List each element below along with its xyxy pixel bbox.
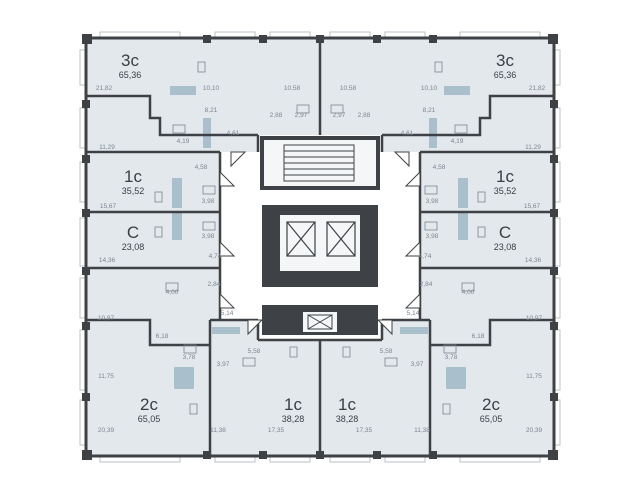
- room-area-label: 11,29: [99, 144, 115, 151]
- apartment-area-label: 23,08: [494, 242, 517, 252]
- room-area-label: 17,35: [268, 427, 285, 434]
- room-area-label: 3,78: [445, 354, 458, 361]
- room-area-label: 2,84: [420, 281, 433, 288]
- room-area-label: 14,36: [525, 257, 542, 264]
- apartment-area-label: 65,36: [119, 70, 142, 80]
- apartment-area-label: 38,28: [282, 414, 305, 424]
- room-area-label: 4,58: [433, 164, 446, 171]
- room-area-label: 21,82: [529, 85, 546, 92]
- room-area-label: 3,98: [202, 233, 215, 240]
- room-area-label: 10,10: [421, 85, 438, 92]
- room-area-label: 2,84: [208, 281, 221, 288]
- room-area-label: 10,58: [284, 85, 301, 92]
- room-area-label: 3,97: [411, 361, 424, 368]
- wet-zones: [170, 86, 470, 389]
- room-area-label: 4,19: [177, 138, 190, 145]
- room-area-label: 10,97: [98, 315, 115, 322]
- room-area-label: 11,29: [525, 144, 541, 151]
- room-area-label: 8,21: [205, 107, 218, 114]
- apartment-type-label: 3с: [121, 51, 139, 70]
- apartment-type-label: С: [127, 223, 139, 242]
- room-area-label: 20,39: [98, 427, 115, 434]
- stair-icon: [283, 144, 355, 182]
- room-area-label: 2,97: [333, 112, 346, 119]
- room-area-label: 6,18: [472, 333, 485, 340]
- room-area-label: 4,00: [462, 289, 475, 296]
- apartment-type-label: 2с: [140, 395, 158, 414]
- apartment-labels: 3с65,363с65,361с35,521с35,52С23,08С23,08…: [119, 51, 517, 424]
- apartment-type-label: 1с: [124, 167, 142, 186]
- room-area-label: 11,38: [210, 427, 226, 434]
- room-area-label: 5,58: [380, 348, 393, 355]
- room-area-label: 10,58: [340, 85, 357, 92]
- doors: [219, 151, 421, 336]
- apartment-type-label: 1с: [338, 395, 356, 414]
- room-area-label: 4,74: [419, 253, 432, 260]
- room-area-label: 15,67: [100, 203, 117, 210]
- room-area-label: 4,61: [401, 130, 414, 137]
- apartment-area-label: 65,05: [138, 414, 161, 424]
- elevator-icon: [286, 221, 356, 257]
- room-area-label: 20,39: [526, 427, 543, 434]
- appliance-icon: [154, 61, 486, 415]
- apartment-type-label: 2с: [482, 395, 500, 414]
- service-elevator-icon: [307, 314, 333, 330]
- room-area-label: 4,19: [451, 138, 464, 145]
- room-area-label: 3,98: [202, 198, 215, 205]
- room-area-label: 10,97: [526, 315, 543, 322]
- apartment-area-label: 35,52: [494, 186, 517, 196]
- room-area-label: 4,00: [166, 289, 179, 296]
- room-area-label: 5,14: [221, 310, 234, 317]
- room-area-label: 15,67: [524, 203, 541, 210]
- apartment-type-label: 3с: [496, 51, 514, 70]
- room-area-label: 4,61: [227, 130, 240, 137]
- room-area-label: 3,97: [217, 361, 230, 368]
- room-area-label: 17,35: [356, 427, 373, 434]
- bath-icon: [165, 104, 475, 367]
- room-area-label: 2,97: [295, 112, 308, 119]
- windows: [79, 31, 561, 463]
- apartment-area-label: 38,28: [336, 414, 359, 424]
- apartment-area-label: 65,05: [480, 414, 503, 424]
- room-area-label: 11,75: [526, 373, 542, 380]
- room-area-label: 14,36: [99, 257, 116, 264]
- room-area-label: 6,18: [156, 333, 169, 340]
- room-area-label: 4,58: [195, 164, 208, 171]
- room-area-label: 3,98: [426, 198, 439, 205]
- room-area-label: 3,78: [183, 354, 196, 361]
- apartment-type-label: 1с: [496, 167, 514, 186]
- core: [260, 136, 380, 335]
- room-area-label: 2,88: [270, 112, 283, 119]
- room-area-label: 8,21: [423, 107, 436, 114]
- apartment-area-label: 65,36: [494, 70, 517, 80]
- room-labels: 10,10 10,58 10,58 10,10 21,82 21,82 8,21 8,21 2,…: [96, 85, 546, 434]
- apartment-area-label: 35,52: [122, 186, 145, 196]
- room-area-label: 11,38: [414, 427, 430, 434]
- room-area-label: 5,14: [407, 310, 420, 317]
- room-area-label: 21,82: [96, 85, 113, 92]
- room-area-label: 11,75: [98, 373, 114, 380]
- room-area-label: 10,10: [203, 85, 220, 92]
- room-area-label: 4,74: [209, 253, 222, 260]
- room-area-label: 5,58: [248, 348, 261, 355]
- room-area-label: 2,88: [358, 112, 371, 119]
- apartment-area-label: 23,08: [122, 242, 145, 252]
- apartment-type-label: С: [499, 223, 511, 242]
- room-area-label: 3,98: [426, 233, 439, 240]
- apartment-type-label: 1с: [284, 395, 302, 414]
